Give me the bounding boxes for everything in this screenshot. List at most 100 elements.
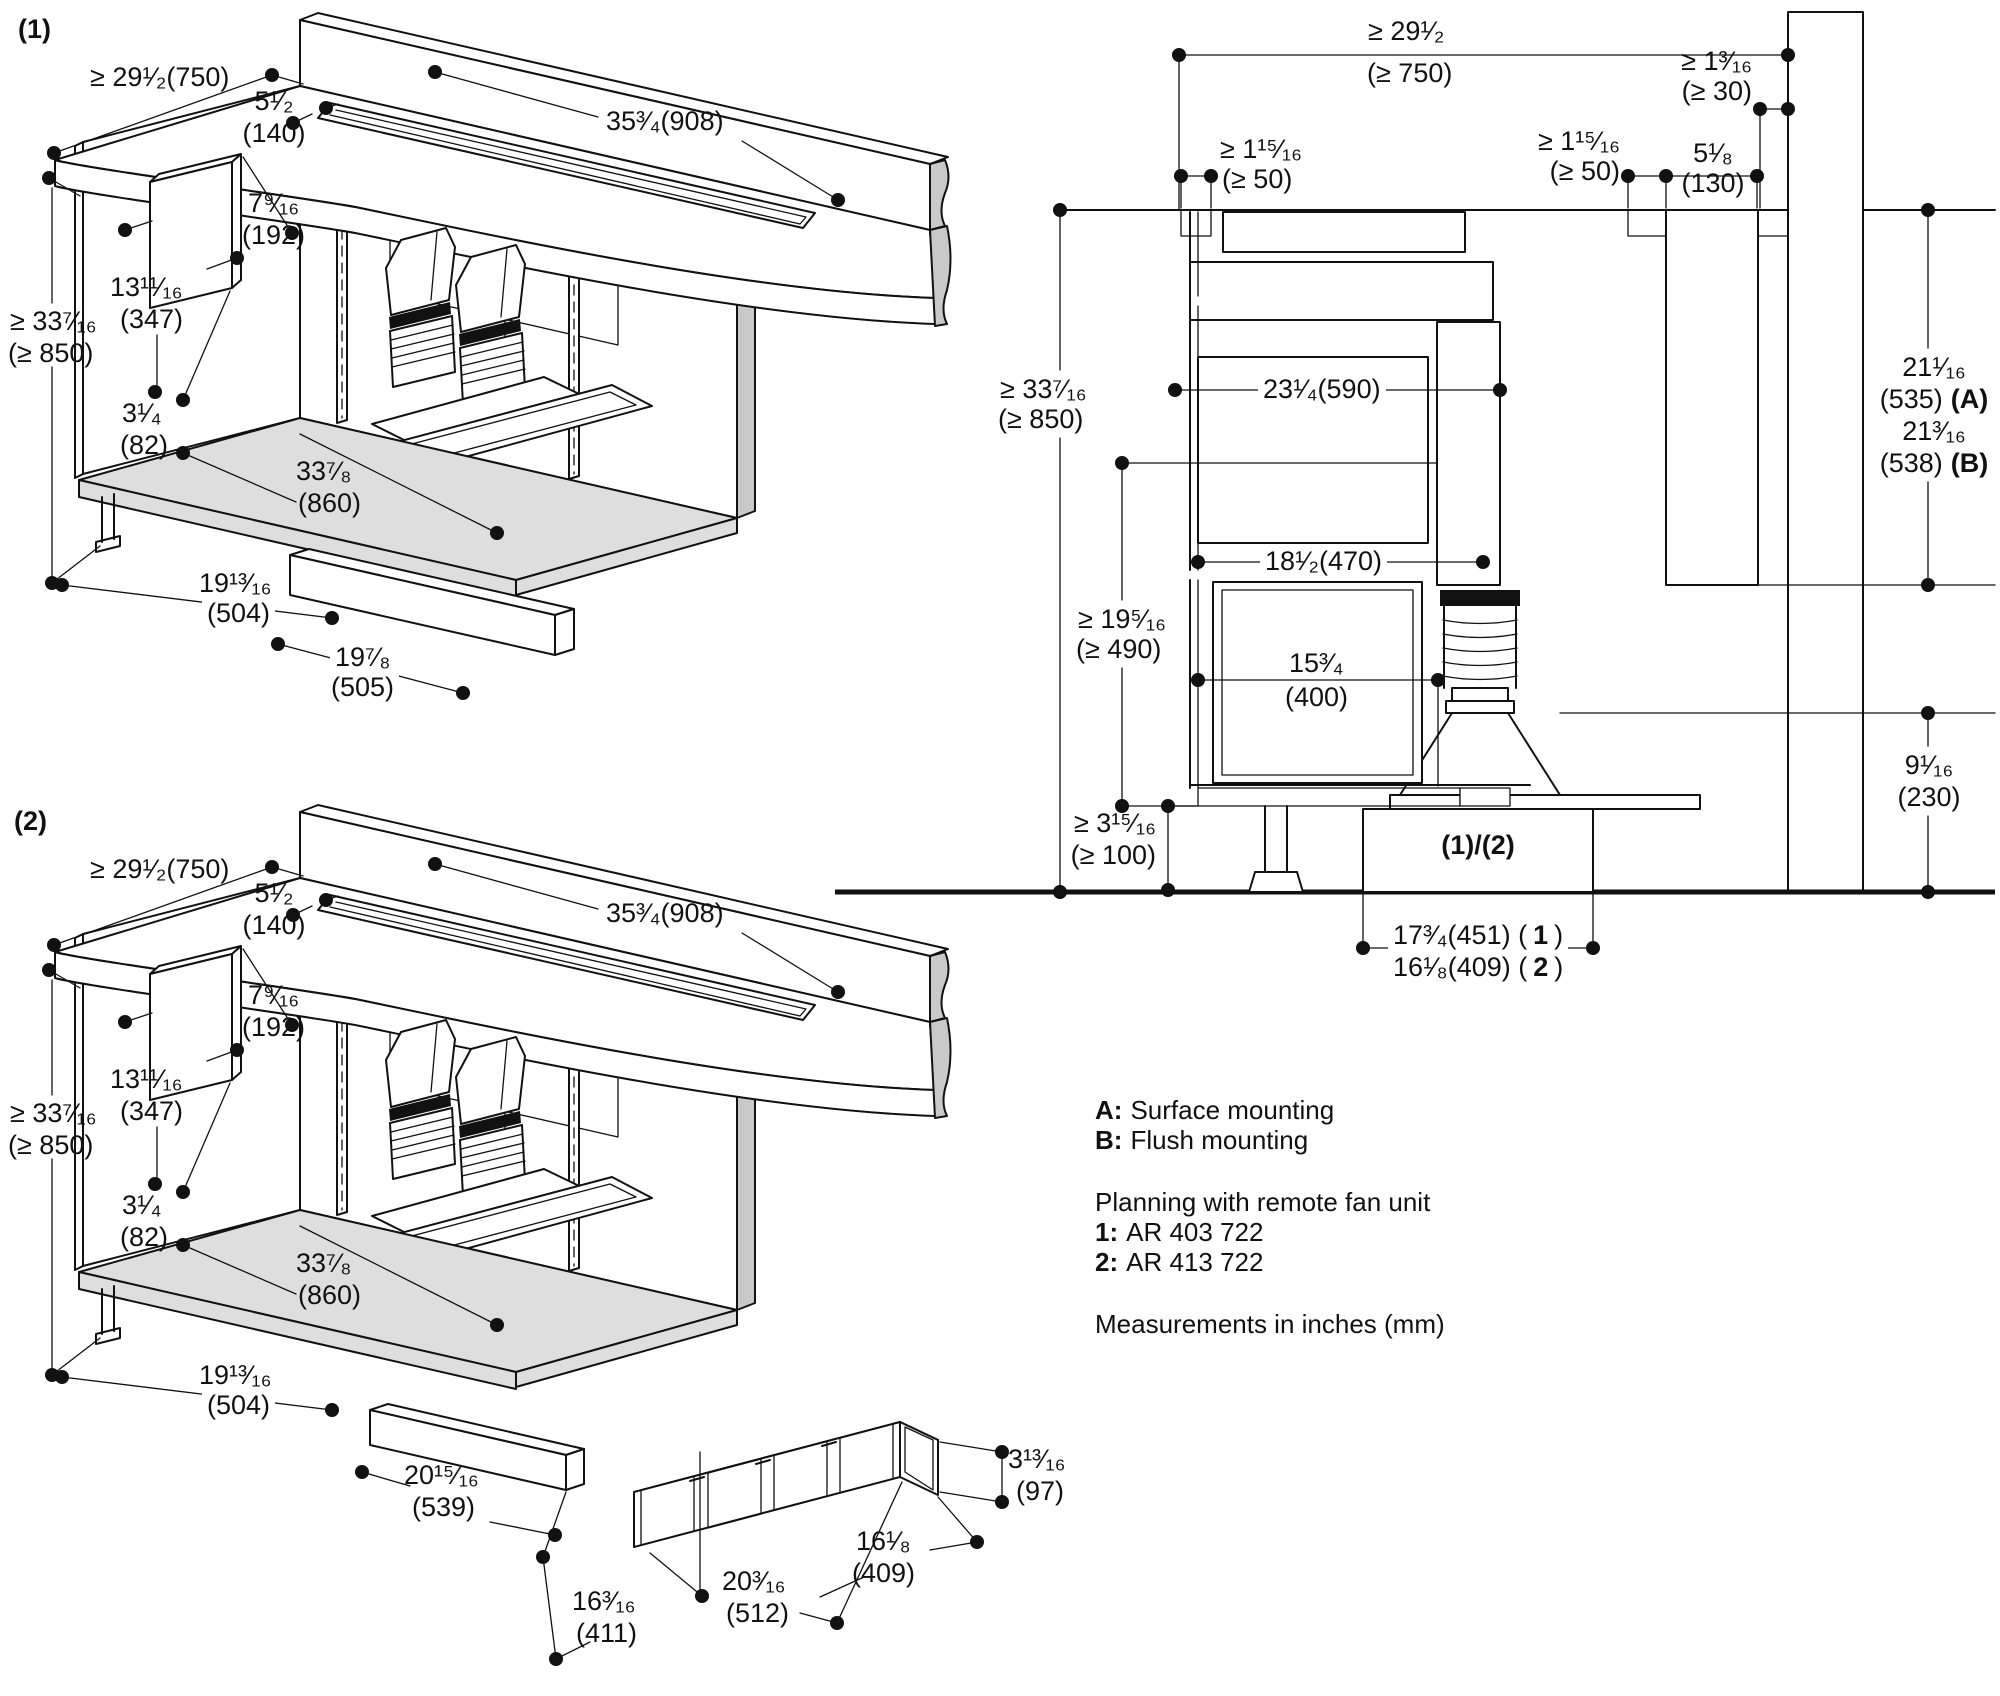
sec-gap-30-line1: ≥ 1³⁄₁₆ [1681,46,1752,76]
sec-width-130-line2: (130) [1681,168,1745,198]
iso2-width-411-line2: (411) [576,1618,638,1648]
section-dimension-dots [1053,48,1935,955]
drop-duct [1436,321,1501,586]
ceiling-spacer-left [1180,209,1212,237]
sec-height-100-line2: (≥ 100) [1070,840,1156,870]
iso2-depth-192-line1: 7⁹⁄₁₆ [248,980,300,1010]
iso2-width-860-line2: (860) [298,1280,362,1310]
iso2-width-512-line2: (512) [726,1598,790,1628]
iso2-height-850-line1: ≥ 33⁷⁄₁₆ [10,1098,97,1128]
iso1-depth-192-line2: (192) [242,220,306,250]
iso1-height-850-line1: ≥ 33⁷⁄₁₆ [10,306,97,336]
iso2-height-97-line1: 3¹³⁄₁₆ [1008,1444,1066,1474]
plinth-leg [1248,805,1304,893]
note-surface-mounting: A:Surface mounting [1095,1095,1335,1125]
iso2-depth-192-line2: (192) [242,1012,306,1042]
iso1-width-860-line2: (860) [298,488,362,518]
ceiling-spacer-right [1756,209,1789,237]
sec-width-409-label: 16¹⁄₈(409) (2) [1388,952,1569,983]
ceiling-spacer-mid [1627,209,1667,237]
iso1-height-347-line1: 13¹¹⁄₁₆ [110,272,183,302]
sec-height-538-line2: (538)(B) [1879,448,1989,478]
iso1-width-140-line1: 5¹⁄₂ [254,86,294,116]
flex-hose [1443,605,1517,689]
iso1-depth-505-line2: (505) [326,672,400,703]
iso1-height-82-line2: (82) [120,430,169,460]
note-model-2: 2:AR 413 722 [1095,1247,1264,1277]
iso2-duct-adapter-box [369,1403,585,1491]
sec-fan-unit-tag: (1)/(2) [1441,830,1515,860]
hood-cone [1399,712,1561,796]
sec-height-535-line2: (535)(A) [1879,384,1989,414]
iso1-width-908-label: 35³⁄₄(908) [606,106,724,136]
iso2-width-908-label: 35³⁄₄(908) [606,898,724,928]
iso1-width-860-line1: 33⁷⁄₈ [296,456,352,486]
iso2-height-347-line2: (347) [120,1096,184,1126]
sec-gap-30-line2: (≥ 30) [1681,76,1752,106]
iso2-depth-504-line2: (504) [202,1390,276,1421]
hose-clamp-band [1440,590,1520,606]
iso1-height-850-line2: (≥ 850) [8,338,94,368]
sec-height-490-line1: ≥ 19⁵⁄₁₆ [1078,604,1167,634]
iso2-height-82-line1: 3¹⁄₄ [122,1190,162,1220]
fan-unit-box [1362,808,1594,893]
iso1-under-counter-drawer [271,548,575,700]
sec-width-130-line1: 5¹⁄₈ [1693,138,1733,168]
panel1-tag: (1) [18,14,51,44]
note-flush-mounting: B:Flush mounting [1095,1125,1309,1155]
section-view [835,11,1996,955]
iso2-depth-504-line1: 19¹³⁄₁₆ [194,1360,277,1391]
iso2-height-347-line1: 13¹¹⁄₁₆ [110,1064,183,1094]
sec-gap-50-left-line1: ≥ 1¹⁵⁄₁₆ [1220,134,1303,164]
sec-height-538-line1: 21³⁄₁₆ [1902,416,1966,446]
note-planning-title: Planning with remote fan unit [1095,1187,1431,1217]
iso2-dimension-dots [355,1445,1009,1666]
sec-height-490-line2: (≥ 490) [1076,634,1162,664]
iso2-width-539-line2: (539) [412,1492,476,1522]
iso2-width-512-line1: 20³⁄₁₆ [722,1566,786,1596]
iso2-width-411-line1: 16³⁄₁₆ [572,1586,636,1616]
iso2-width-860-line1: 33⁷⁄₈ [296,1248,352,1278]
iso2-height-82-line2: (82) [120,1222,169,1252]
sec-width-590-label: 23¹⁄₄(590) [1258,374,1386,405]
iso1-depth-505-line1: 19⁷⁄₈ [330,642,396,673]
ceiling-housing [1222,211,1466,253]
flat-duct [1189,261,1494,321]
iso2-width-539-line1: 20¹⁵⁄₁₆ [404,1460,479,1490]
sec-gap-50-right-line1: ≥ 1¹⁵⁄₁₆ [1537,126,1620,156]
sec-height-535-line1: 21¹⁄₁₆ [1902,352,1966,382]
iso2-width-750-label: ≥ 29¹⁄₂(750) [90,854,230,884]
iso1-height-347-line2: (347) [120,304,184,334]
iso1-depth-192-line1: 7⁹⁄₁₆ [248,188,300,218]
sec-height-850-line1: ≥ 33⁷⁄₁₆ [1000,374,1087,404]
iso1-depth-504-line1: 19¹³⁄₁₆ [194,568,277,599]
iso2-height-850-line2: (≥ 850) [8,1130,94,1160]
note-model-1: 1:AR 403 722 [1095,1217,1264,1247]
sec-height-850-line2: (≥ 850) [998,404,1084,434]
sec-height-230-line1: 9¹⁄₁₆ [1904,750,1954,780]
brick-wall [1787,11,1864,893]
iso2-height-97-line2: (97) [1016,1476,1065,1506]
sec-gap-50-right-line2: (≥ 50) [1549,156,1620,186]
panel2-tag: (2) [14,806,47,836]
sec-height-100-line1: ≥ 3¹⁵⁄₁₆ [1073,808,1156,838]
hood-base-plate [1389,794,1701,810]
sec-width-451-label: 17³⁄₄(451) (1) [1388,920,1569,951]
sec-width-470-label: 18¹⁄₂(470) [1260,546,1388,577]
sec-width-400-line2: (400) [1280,682,1354,713]
note-units: Measurements in inches (mm) [1095,1309,1445,1339]
sec-width-400-line1: 15³⁄₄ [1284,648,1349,679]
sec-width-750-line2: (≥ 750) [1362,58,1458,89]
sec-width-750-line1: ≥ 29¹⁄₂ [1368,16,1445,46]
chimney-cover [1665,209,1759,586]
iso2-width-140-line2: (140) [242,910,306,940]
iso2-width-409-line2: (409) [852,1558,916,1588]
iso1-width-750-label: ≥ 29¹⁄₂(750) [90,62,230,92]
iso2-width-140-line1: 5¹⁄₂ [254,878,294,908]
iso1-width-140-line2: (140) [242,118,306,148]
iso2-width-409-line1: 16¹⁄₈ [856,1526,911,1556]
iso1-height-82-line1: 3¹⁄₄ [122,398,162,428]
iso1-depth-504-line2: (504) [202,598,276,629]
